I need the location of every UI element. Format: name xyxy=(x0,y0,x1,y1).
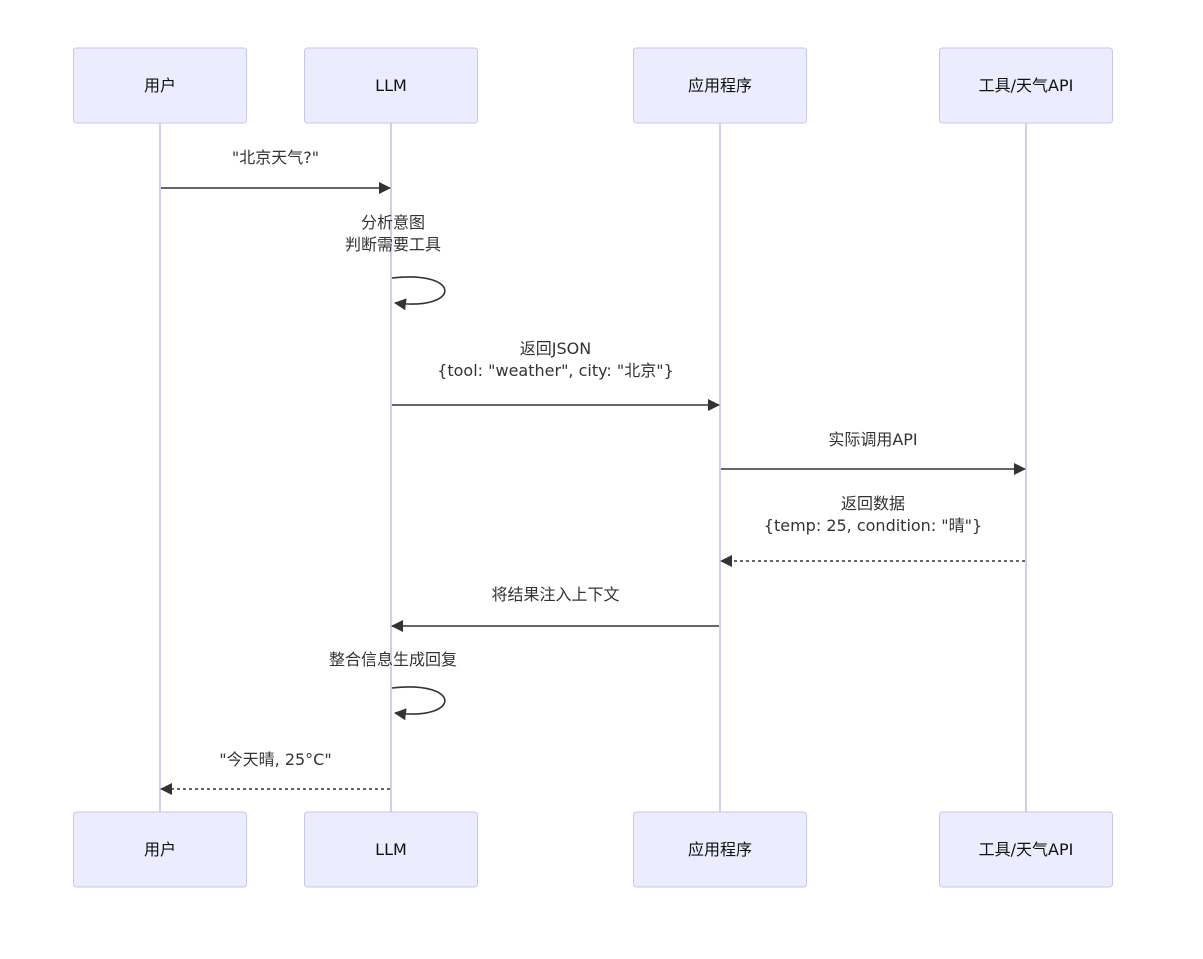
participant-tool-top: 工具/天气API xyxy=(939,47,1113,124)
message-7: 整合信息生成回复 xyxy=(329,650,457,721)
participant-llm-top: LLM xyxy=(304,47,478,124)
actors-bottom: 用户 LLM 应用程序 工具/天气API xyxy=(73,811,1113,888)
self-message-arrow xyxy=(391,276,446,311)
participant-label: 工具/天气API xyxy=(979,76,1074,95)
participant-app-top: 应用程序 xyxy=(633,47,807,124)
message-label: 判断需要工具 xyxy=(345,235,441,254)
participant-label: 应用程序 xyxy=(688,76,752,95)
participant-label: 工具/天气API xyxy=(979,840,1074,859)
participant-box xyxy=(304,811,478,888)
message-label: 实际调用API xyxy=(828,430,917,449)
participant-label: LLM xyxy=(375,840,407,859)
message-label: 返回JSON xyxy=(520,339,591,358)
message-label: 返回数据 xyxy=(841,494,905,513)
actors-top: 用户 LLM 应用程序 工具/天气API xyxy=(73,47,1113,124)
message-label: 整合信息生成回复 xyxy=(329,650,457,669)
participant-box xyxy=(73,811,247,888)
participant-llm-bottom: LLM xyxy=(304,811,478,888)
message-label: 将结果注入上下文 xyxy=(491,585,619,604)
participant-box xyxy=(304,47,478,124)
participant-box xyxy=(633,811,807,888)
participant-user-top: 用户 xyxy=(73,47,247,124)
participant-box xyxy=(633,47,807,124)
message-3: 返回JSON {tool: "weather", city: "北京"} xyxy=(392,339,720,411)
participant-label: 用户 xyxy=(144,76,176,95)
message-label: 分析意图 xyxy=(361,213,425,232)
self-message-arrow xyxy=(391,686,446,721)
message-label: {tool: "weather", city: "北京"} xyxy=(437,361,674,380)
message-label: {temp: 25, condition: "晴"} xyxy=(764,516,982,535)
participant-label: 应用程序 xyxy=(688,840,752,859)
participant-app-bottom: 应用程序 xyxy=(633,811,807,888)
message-label: "今天晴, 25°C" xyxy=(219,750,331,769)
participant-label: LLM xyxy=(375,76,407,95)
message-4: 实际调用API xyxy=(721,430,1026,475)
participant-tool-bottom: 工具/天气API xyxy=(939,811,1113,888)
message-1: "北京天气?" xyxy=(161,148,391,194)
message-label: "北京天气?" xyxy=(232,148,319,167)
participant-box xyxy=(939,47,1113,124)
message-5: 返回数据 {temp: 25, condition: "晴"} xyxy=(720,494,1025,567)
participant-box xyxy=(73,47,247,124)
message-8: "今天晴, 25°C" xyxy=(160,750,390,795)
lifelines xyxy=(159,123,1027,812)
participant-label: 用户 xyxy=(144,840,176,859)
message-6: 将结果注入上下文 xyxy=(391,585,719,632)
participant-box xyxy=(939,811,1113,888)
participant-user-bottom: 用户 xyxy=(73,811,247,888)
